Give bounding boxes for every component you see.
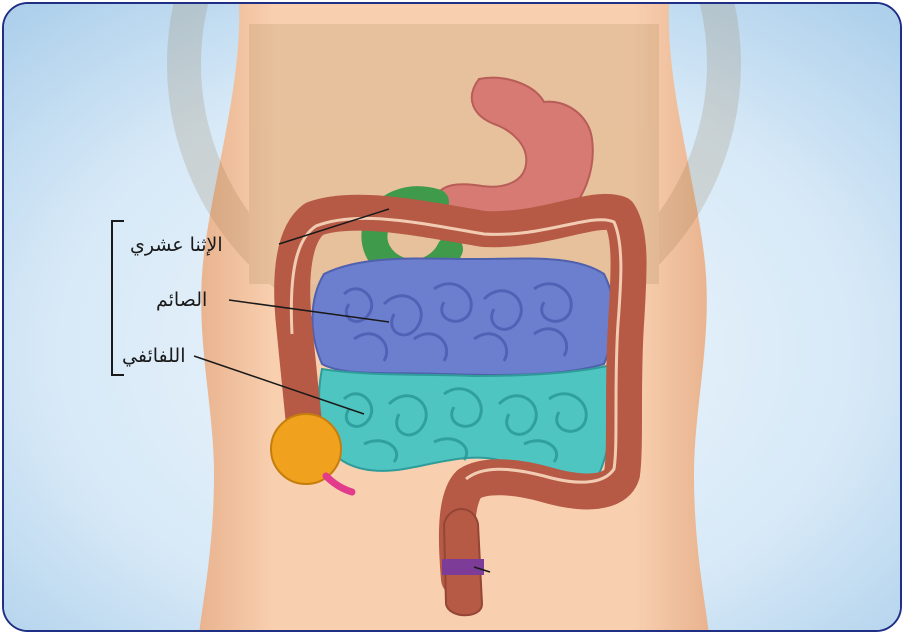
diagram-frame: الإثنا عشري الصائم اللفائفي (2, 2, 902, 632)
rectum-band (442, 559, 484, 575)
ileum-label: اللفائفي (122, 347, 186, 366)
cecum (271, 414, 341, 484)
jejunum-label: الصائم (156, 291, 207, 310)
duodenum-label: الإثنا عشري (130, 236, 223, 255)
jejunum (312, 258, 614, 375)
digestive-system-illustration (4, 4, 902, 632)
